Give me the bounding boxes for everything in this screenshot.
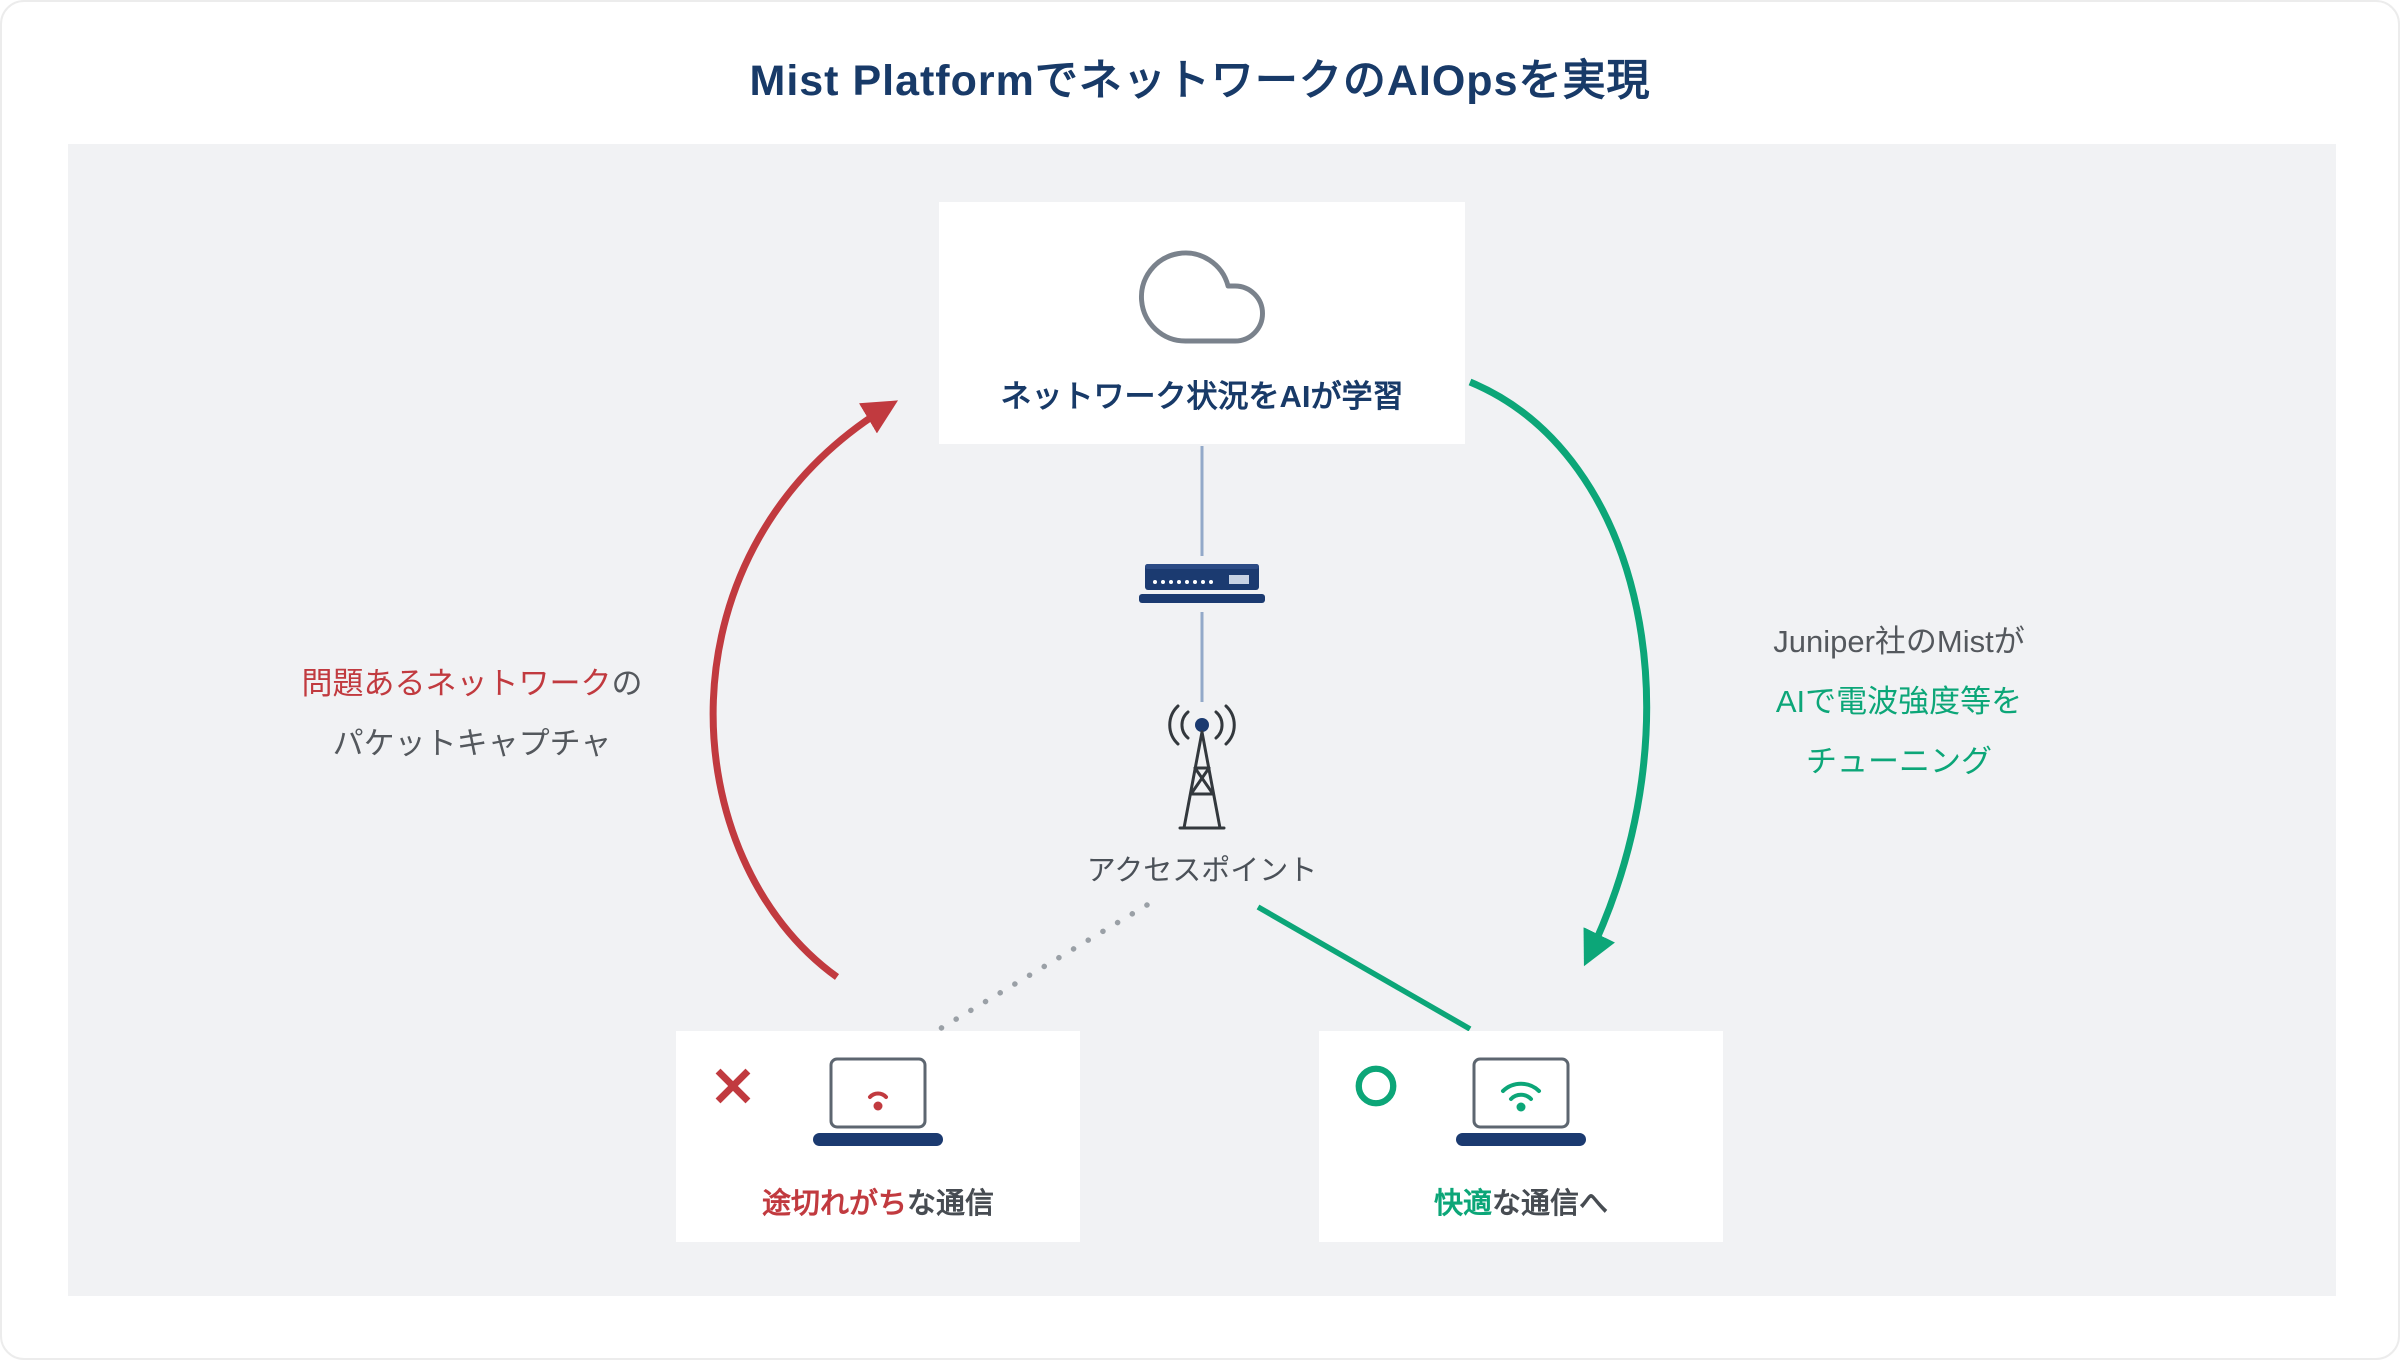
bad-connection-label: 途切れがちな通信: [761, 1188, 995, 1220]
antenna-icon: [1168, 704, 1236, 830]
access-point-label: アクセスポイント: [1086, 855, 1318, 887]
cross-mark-icon: [715, 1068, 751, 1104]
laptop-weak-wifi-icon: [813, 1057, 943, 1146]
page-title: Mist PlatformでネットワークのAIOpsを実現: [749, 57, 1651, 105]
cloud-icon: [1139, 250, 1265, 343]
bad-connection-card: 途切れがちな通信: [676, 1031, 1080, 1242]
good-connection-label: 快適な通信へ: [1433, 1188, 1609, 1220]
switch-icon: [1139, 564, 1265, 603]
tuning-annotation: Juniper社のMistが AIで電波強度等を チューニング: [1674, 612, 2124, 792]
access-point-node: [1150, 702, 1254, 840]
tuning-line1: Juniper社のMistが: [1773, 624, 2025, 659]
packet-capture-line1: 問題あるネットワークの: [301, 666, 643, 701]
packet-capture-line2: パケットキャプチャ: [332, 726, 612, 761]
circle-mark-icon: [1355, 1065, 1397, 1107]
tuning-line3: チューニング: [1806, 744, 1992, 779]
cloud-node-label: ネットワーク状況をAIが学習: [1000, 378, 1404, 414]
good-connection-card: 快適な通信へ: [1319, 1031, 1723, 1242]
packet-capture-accent: 問題あるネットワーク: [301, 666, 612, 701]
switch-node: [1135, 558, 1269, 610]
laptop-strong-wifi-icon: [1456, 1057, 1586, 1146]
packet-capture-annotation: 問題あるネットワークの パケットキャプチャ: [242, 654, 702, 774]
cloud-node: ネットワーク状況をAIが学習: [939, 202, 1465, 444]
tuning-line2: AIで電波強度等を: [1775, 684, 2023, 719]
